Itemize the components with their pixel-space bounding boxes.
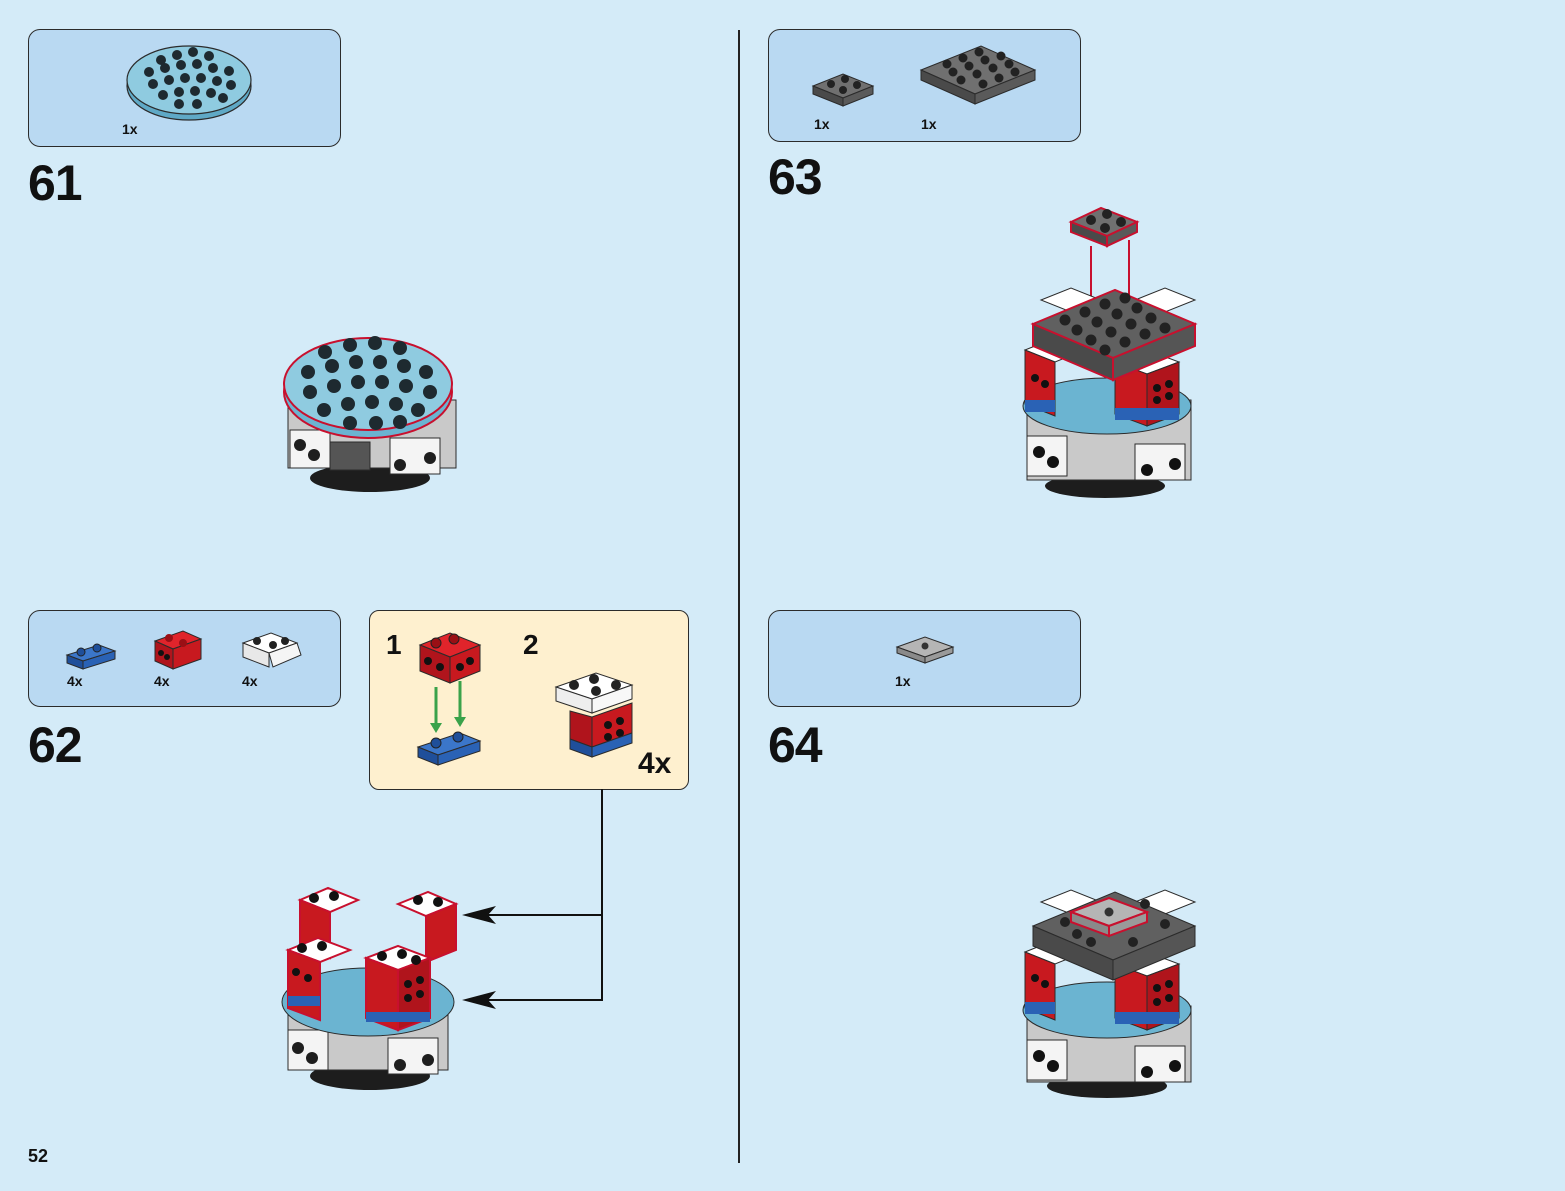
step-63-model-illustration <box>1022 206 1198 498</box>
dark-gray-plate-2x2-part-icon <box>811 73 875 107</box>
step-number: 62 <box>28 717 83 773</box>
parts-box-step-61: 1x <box>28 29 341 147</box>
part-qty: 1x <box>895 673 911 689</box>
part-qty: 4x <box>67 673 83 689</box>
red-brick-part-icon <box>153 630 203 670</box>
step-61-model-illustration <box>283 336 457 492</box>
part-qty: 1x <box>921 116 937 132</box>
step-number: 63 <box>768 149 823 205</box>
part-qty: 4x <box>154 673 170 689</box>
parts-box-step-64: 1x <box>768 610 1081 707</box>
substep-number: 1 <box>386 629 402 660</box>
dark-gray-plate-4x4-part-icon <box>919 45 1037 105</box>
gray-jumper-tile-part-icon <box>895 636 955 664</box>
parts-box-step-63: 1x 1x <box>768 29 1081 142</box>
step-62-model-illustration <box>281 886 459 1090</box>
blue-plate-part-icon <box>65 643 117 670</box>
page-divider <box>738 30 740 1163</box>
page-number: 52 <box>28 1146 49 1166</box>
substep-1-illustration <box>416 632 482 766</box>
step-number: 61 <box>28 155 83 211</box>
substep-number: 2 <box>523 629 539 660</box>
substep-2-illustration <box>554 672 634 758</box>
round-plate-part-icon <box>126 45 252 121</box>
step-number: 64 <box>768 717 823 773</box>
white-slope-part-icon <box>241 632 302 668</box>
part-qty: 4x <box>242 673 258 689</box>
part-qty: 1x <box>814 116 830 132</box>
part-qty: 1x <box>122 121 138 137</box>
step-64-model-illustration <box>1022 889 1197 1098</box>
subassembly-box: 1 2 4x <box>369 610 689 790</box>
subassembly-multiplier: 4x <box>638 747 672 780</box>
parts-box-step-62: 4x 4x 4x <box>28 610 341 707</box>
